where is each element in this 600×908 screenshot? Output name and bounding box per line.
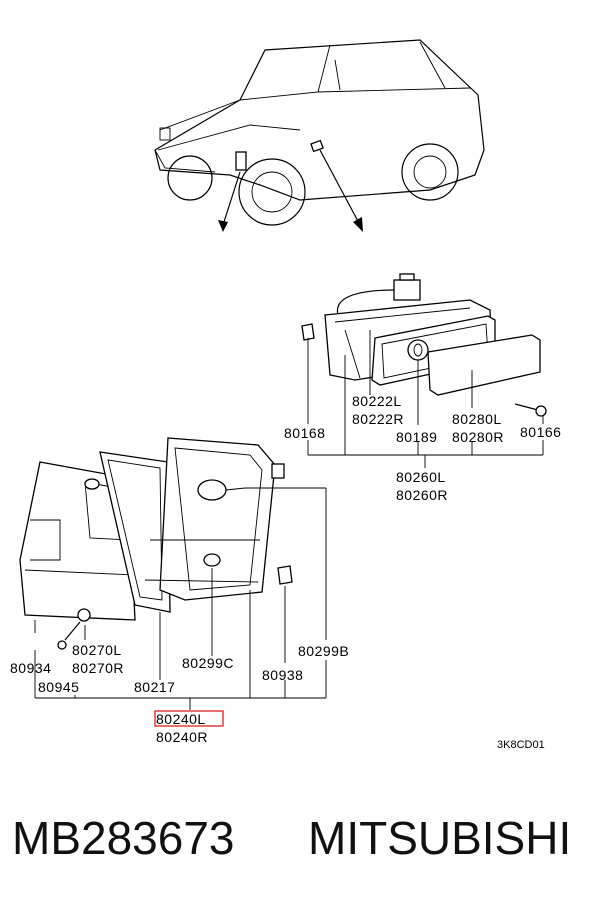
label-80189: 80189	[396, 429, 437, 445]
label-80260R: 80260R	[396, 487, 448, 503]
label-80938: 80938	[262, 667, 303, 683]
combination-lamp-assembly	[19, 437, 293, 650]
label-80270L: 80270L	[72, 642, 122, 658]
label-80270R: 80270R	[72, 660, 124, 676]
brand-name: MITSUBISHI	[308, 812, 572, 864]
label-80217: 80217	[134, 679, 175, 695]
label-80240R: 80240R	[156, 729, 208, 745]
label-80934: 80934	[10, 660, 51, 676]
label-80168: 80168	[284, 425, 325, 441]
label-80166: 80166	[520, 424, 561, 440]
label-80299B: 80299B	[298, 643, 349, 659]
label-80299C: 80299C	[182, 655, 234, 671]
caption-bar: MB283673 MITSUBISHI	[0, 808, 600, 868]
highlight-box	[154, 710, 224, 727]
label-80240L: 80240L	[156, 711, 206, 727]
label-80280L: 80280L	[452, 411, 502, 427]
leader-lines	[34, 330, 544, 710]
part-labels: 80168 80222L 80222R 80189 80280L 80280R …	[10, 393, 561, 751]
label-80280R: 80280R	[452, 429, 504, 445]
label-80260L: 80260L	[396, 469, 446, 485]
diagram-code: 3K8CD01	[497, 739, 545, 751]
label-80222R: 80222R	[352, 411, 404, 427]
part-number: MB283673	[12, 812, 235, 864]
label-80945: 80945	[38, 679, 79, 695]
label-80222L: 80222L	[352, 393, 402, 409]
side-marker-assembly	[301, 273, 547, 417]
vehicle-illustration	[154, 39, 485, 232]
